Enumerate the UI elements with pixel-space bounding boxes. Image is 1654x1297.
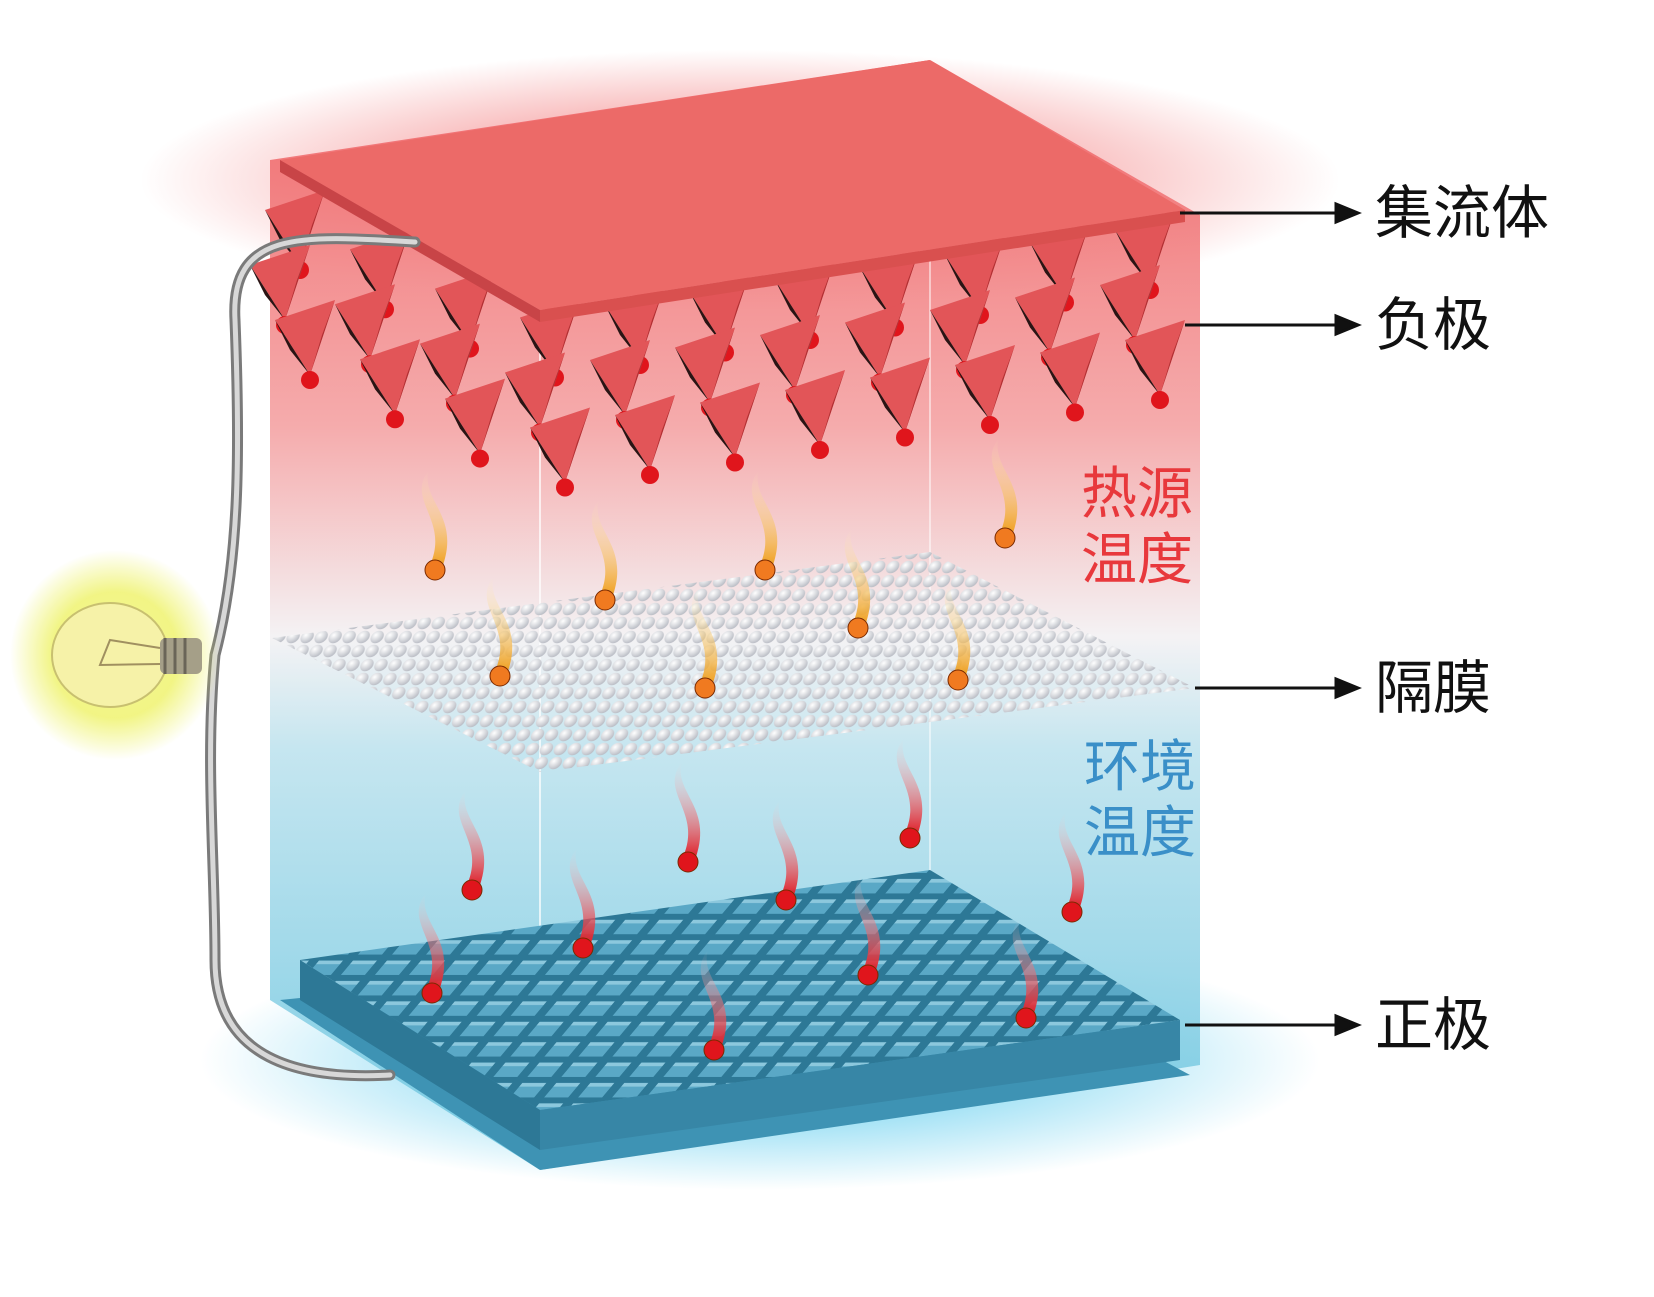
ion-dot <box>981 416 999 434</box>
cathode-grid <box>300 870 1180 1110</box>
heat-flame-icon <box>844 528 871 639</box>
heat-flow-group <box>418 438 1085 1061</box>
heat-source-temperature-label: 热源 温度 <box>1072 462 1202 594</box>
heat-flame-icon <box>772 800 799 911</box>
heat-source-line1: 热源 <box>1081 462 1193 527</box>
ion-dot <box>1066 403 1084 422</box>
octahedron <box>1040 332 1100 422</box>
ion-dot <box>726 453 744 472</box>
octahedron <box>955 345 1015 434</box>
heat-flame-icon <box>569 848 596 959</box>
current-collector-slab <box>280 60 1185 310</box>
heat-flame-icon <box>591 500 618 611</box>
heat-source-line2: 温度 <box>1081 528 1193 593</box>
octahedron <box>700 382 760 472</box>
ion-dot <box>471 449 489 468</box>
heat-flame-icon <box>1058 812 1085 923</box>
octahedron <box>505 352 565 442</box>
ion-dot <box>556 478 574 497</box>
light-bulb-icon <box>10 550 220 760</box>
heat-flame-icon <box>691 588 718 699</box>
label-cathode: 正极 <box>1375 991 1492 1059</box>
ion-dot <box>301 371 319 389</box>
octahedron <box>590 340 650 429</box>
heat-flame-icon <box>1012 918 1039 1029</box>
ambient-temperature-label: 环境 温度 <box>1075 735 1205 867</box>
heat-flame-icon <box>700 950 727 1061</box>
octahedron <box>530 407 590 497</box>
octahedron <box>275 300 335 389</box>
label-current-collector: 集流体 <box>1375 179 1550 247</box>
octahedron <box>615 395 675 484</box>
heat-flame-icon <box>486 576 513 687</box>
heat-flame-icon <box>944 580 971 691</box>
octahedron <box>870 357 930 447</box>
ion-dot <box>386 410 404 429</box>
heat-flame-icon <box>751 470 778 581</box>
ion-dot <box>811 441 829 459</box>
octahedron <box>360 339 420 429</box>
octahedron <box>785 370 845 459</box>
heat-flame-icon <box>418 893 445 1004</box>
heat-flame-icon <box>854 875 881 986</box>
separator-sphere-layer <box>272 552 1195 772</box>
ambient-line1: 环境 <box>1084 735 1196 800</box>
heat-flame-icon <box>896 738 923 849</box>
octahedron <box>445 378 505 468</box>
ion-dot <box>641 466 659 484</box>
label-anode: 负极 <box>1375 291 1492 359</box>
ion-dot <box>1151 391 1169 409</box>
ion-dot <box>896 428 914 447</box>
ambient-line2: 温度 <box>1084 801 1196 866</box>
octahedron <box>1125 320 1185 409</box>
label-arrows <box>1180 201 1362 1037</box>
label-separator: 隔膜 <box>1375 654 1492 722</box>
octahedron <box>250 245 310 334</box>
octahedron <box>335 284 395 374</box>
heat-flame-icon <box>674 762 701 873</box>
heat-flame-icon <box>991 438 1018 549</box>
heat-flame-icon <box>421 470 448 581</box>
heat-flame-icon <box>458 790 485 901</box>
